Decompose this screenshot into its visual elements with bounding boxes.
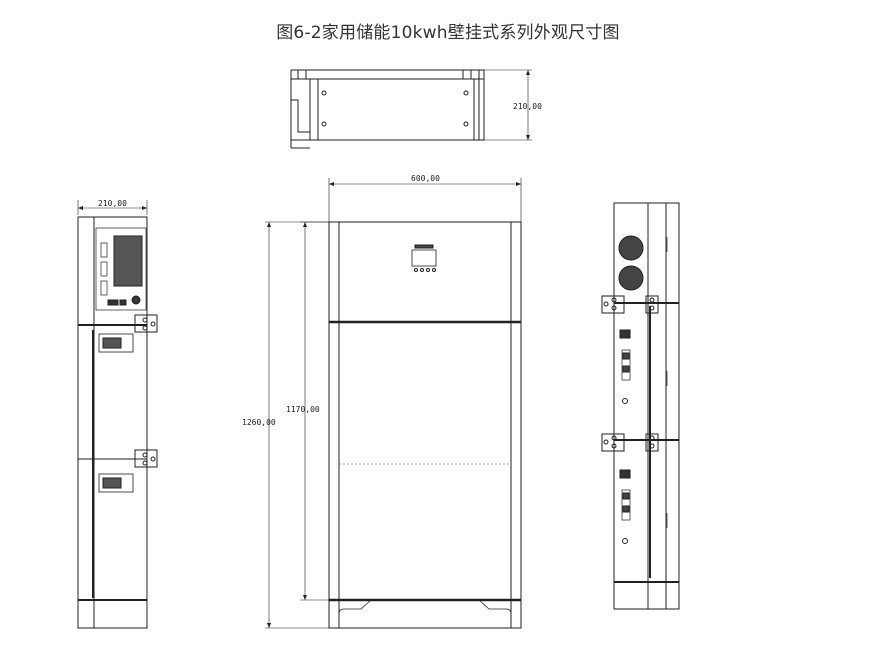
dim-side-depth: 210,00 <box>98 199 127 208</box>
dim-front-inner-height: 1170,00 <box>286 405 320 414</box>
dim-front-total-height: 1260,00 <box>242 418 276 427</box>
left-side-view <box>77 200 158 629</box>
figure-title: 图6-2家用储能10kwh壁挂式系列外观尺寸图 <box>276 23 620 43</box>
top-view <box>290 69 532 149</box>
front-view <box>265 178 522 629</box>
dim-front-width: 600,00 <box>411 174 440 183</box>
right-side-view <box>601 202 680 610</box>
dim-top-depth: 210,00 <box>513 102 542 111</box>
